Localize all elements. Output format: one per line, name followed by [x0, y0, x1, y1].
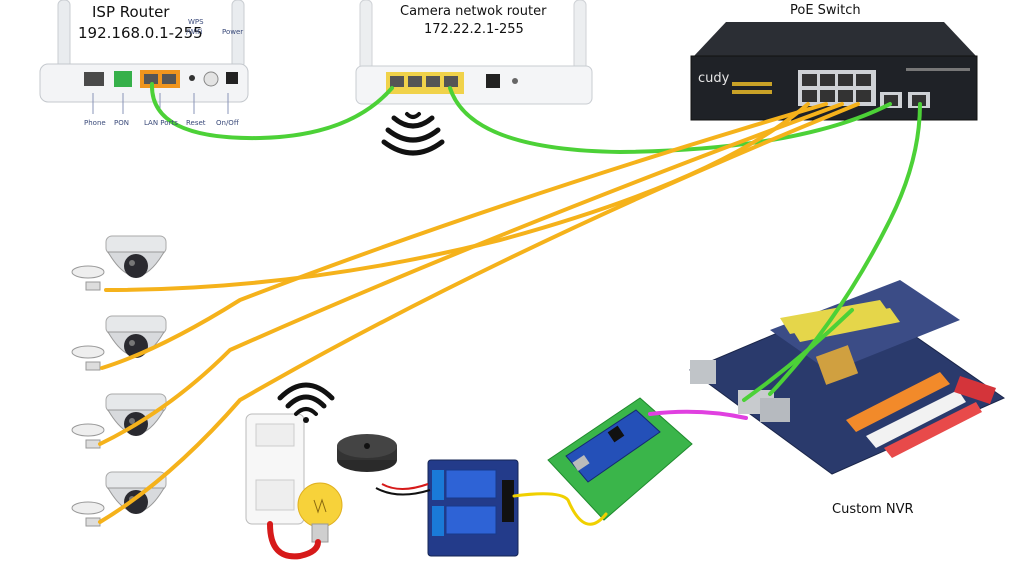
- motherboard-icon: [688, 280, 1006, 475]
- isp-router-ip: 192.168.0.1-255: [78, 24, 203, 42]
- buzzer-wire-black: [375, 487, 431, 496]
- buzzer-icon: [337, 434, 397, 472]
- isp-pon-label: PON: [114, 119, 129, 127]
- isp-power-label: Power: [222, 28, 244, 36]
- phone-port: [84, 72, 104, 86]
- isp-router: [39, 0, 249, 114]
- smart-switch: [245, 413, 305, 525]
- relay-icon: [427, 459, 519, 557]
- wifi-icon: [381, 112, 445, 156]
- bulb-icon: [297, 482, 343, 543]
- isp-router-title: ISP Router: [92, 3, 170, 21]
- signal-cable: [512, 492, 608, 526]
- poe-cables: [98, 102, 860, 524]
- pon-port: [114, 71, 132, 87]
- arduino-icon: [547, 397, 693, 521]
- isp-wifi-label: /WiFi: [186, 28, 203, 36]
- switch-brand: cudy: [698, 71, 730, 86]
- wifi-icon: [277, 382, 335, 423]
- isp-reset-label: Reset: [186, 119, 206, 127]
- poe-switch-title: PoE Switch: [790, 3, 861, 18]
- power-cable: [267, 521, 321, 560]
- isp-lan-label: LAN Ports: [144, 119, 178, 127]
- camera-icon: [71, 235, 167, 527]
- nvr-title: Custom NVR: [832, 502, 914, 517]
- buzzer-wire-red: [381, 483, 429, 490]
- poe-switch: cudy: [690, 22, 978, 121]
- camera-router: [355, 0, 593, 105]
- lan-cables: [149, 82, 922, 402]
- camera-router-ip: 172.22.2.1-255: [424, 22, 524, 37]
- camera-router-title: Camera netwok router: [400, 4, 547, 19]
- isp-onoff-label: On/Off: [216, 119, 239, 127]
- isp-wps-label: WPS: [188, 18, 204, 26]
- isp-phone-label: Phone: [84, 119, 106, 127]
- usb-cable: [648, 409, 748, 420]
